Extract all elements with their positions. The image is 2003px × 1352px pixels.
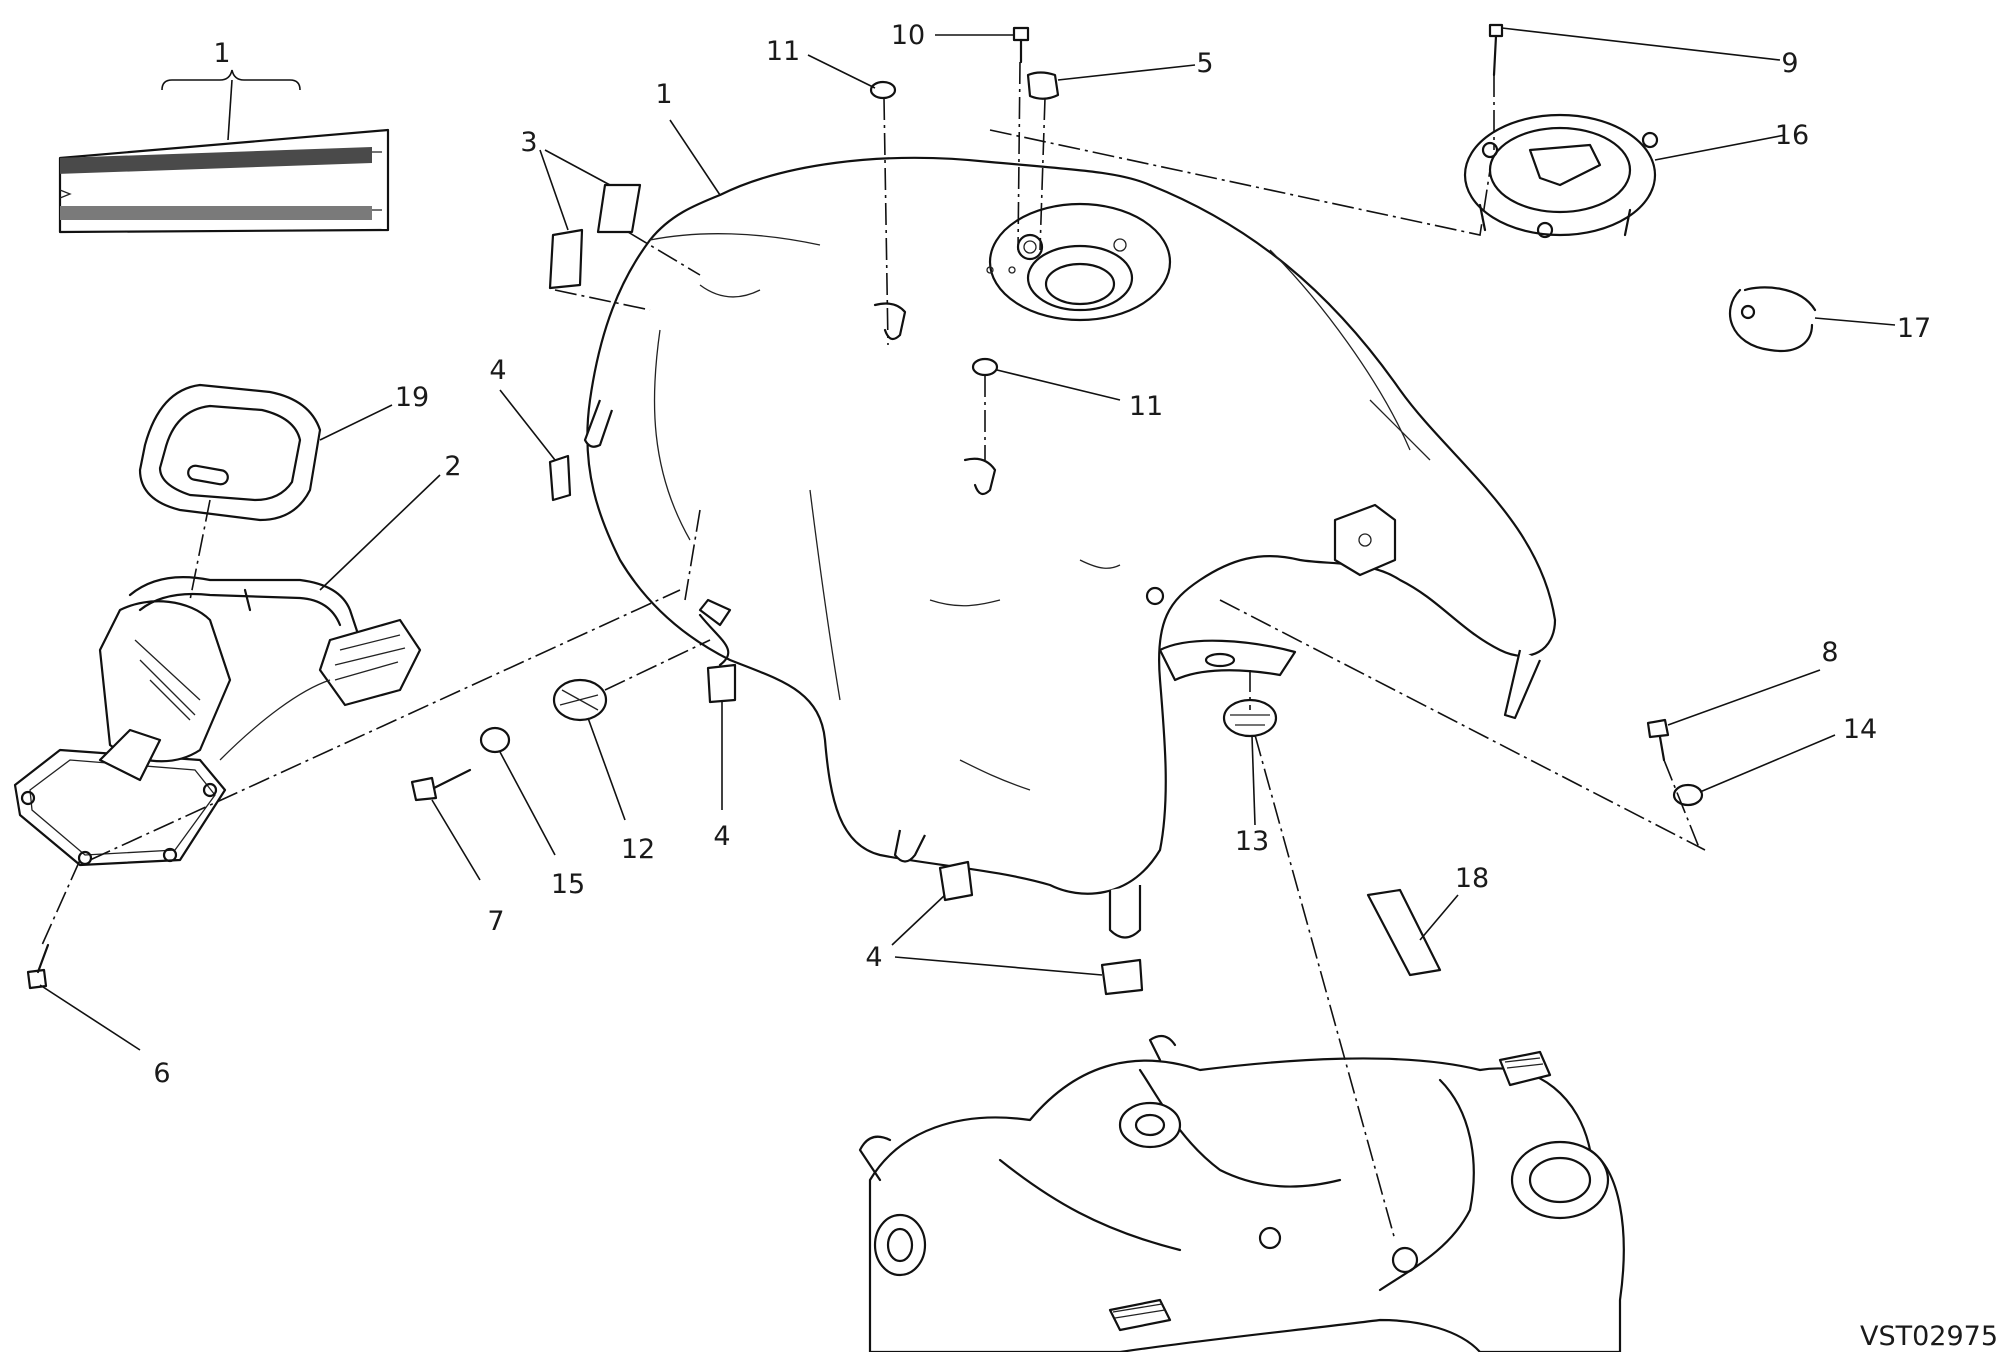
callout-4-left: 4 xyxy=(489,355,506,386)
hose-clamp xyxy=(1728,286,1817,353)
callout-17: 17 xyxy=(1897,313,1931,344)
pad-b xyxy=(596,183,642,234)
hardware-items xyxy=(26,23,1704,996)
callout-9: 9 xyxy=(1781,48,1798,79)
callout-13: 13 xyxy=(1235,826,1269,857)
callout-15: 15 xyxy=(551,869,585,900)
callout-2: 2 xyxy=(444,451,461,482)
drawing-code: VST02975 xyxy=(1860,1321,1998,1352)
leader-lines xyxy=(39,27,1896,1051)
callout-4-centre: 4 xyxy=(713,821,730,852)
callout-1-decal: 1 xyxy=(213,38,230,69)
callout-6: 6 xyxy=(153,1058,170,1089)
filler-cap xyxy=(1463,113,1659,239)
alignment-lines xyxy=(41,61,1706,1241)
callout-12: 12 xyxy=(621,834,655,865)
motorcycle-frame xyxy=(858,1034,1625,1352)
callout-5: 5 xyxy=(1196,48,1213,79)
pad-a xyxy=(548,228,584,290)
callout-16: 16 xyxy=(1775,120,1809,151)
decal-bracket xyxy=(161,69,301,141)
callout-18: 18 xyxy=(1455,863,1489,894)
callout-3: 3 xyxy=(520,127,537,158)
callout-10: 10 xyxy=(891,20,925,51)
callout-1-tank: 1 xyxy=(655,79,672,110)
callout-labels: 1 1 2 3 4 4 4 5 6 7 8 9 10 11 11 12 13 1… xyxy=(153,20,1931,1089)
callout-8: 8 xyxy=(1821,637,1838,668)
fuel-tank xyxy=(583,156,1557,939)
pump-gasket xyxy=(138,383,322,522)
callout-14: 14 xyxy=(1843,714,1877,745)
callout-4-bottom: 4 xyxy=(865,942,882,973)
fuel-pump-assembly xyxy=(13,576,422,867)
callout-11-mid: 11 xyxy=(1129,391,1163,422)
callout-19: 19 xyxy=(395,382,429,413)
callout-7: 7 xyxy=(487,906,504,937)
callout-11-top: 11 xyxy=(766,36,800,67)
decal-strip xyxy=(58,128,390,234)
